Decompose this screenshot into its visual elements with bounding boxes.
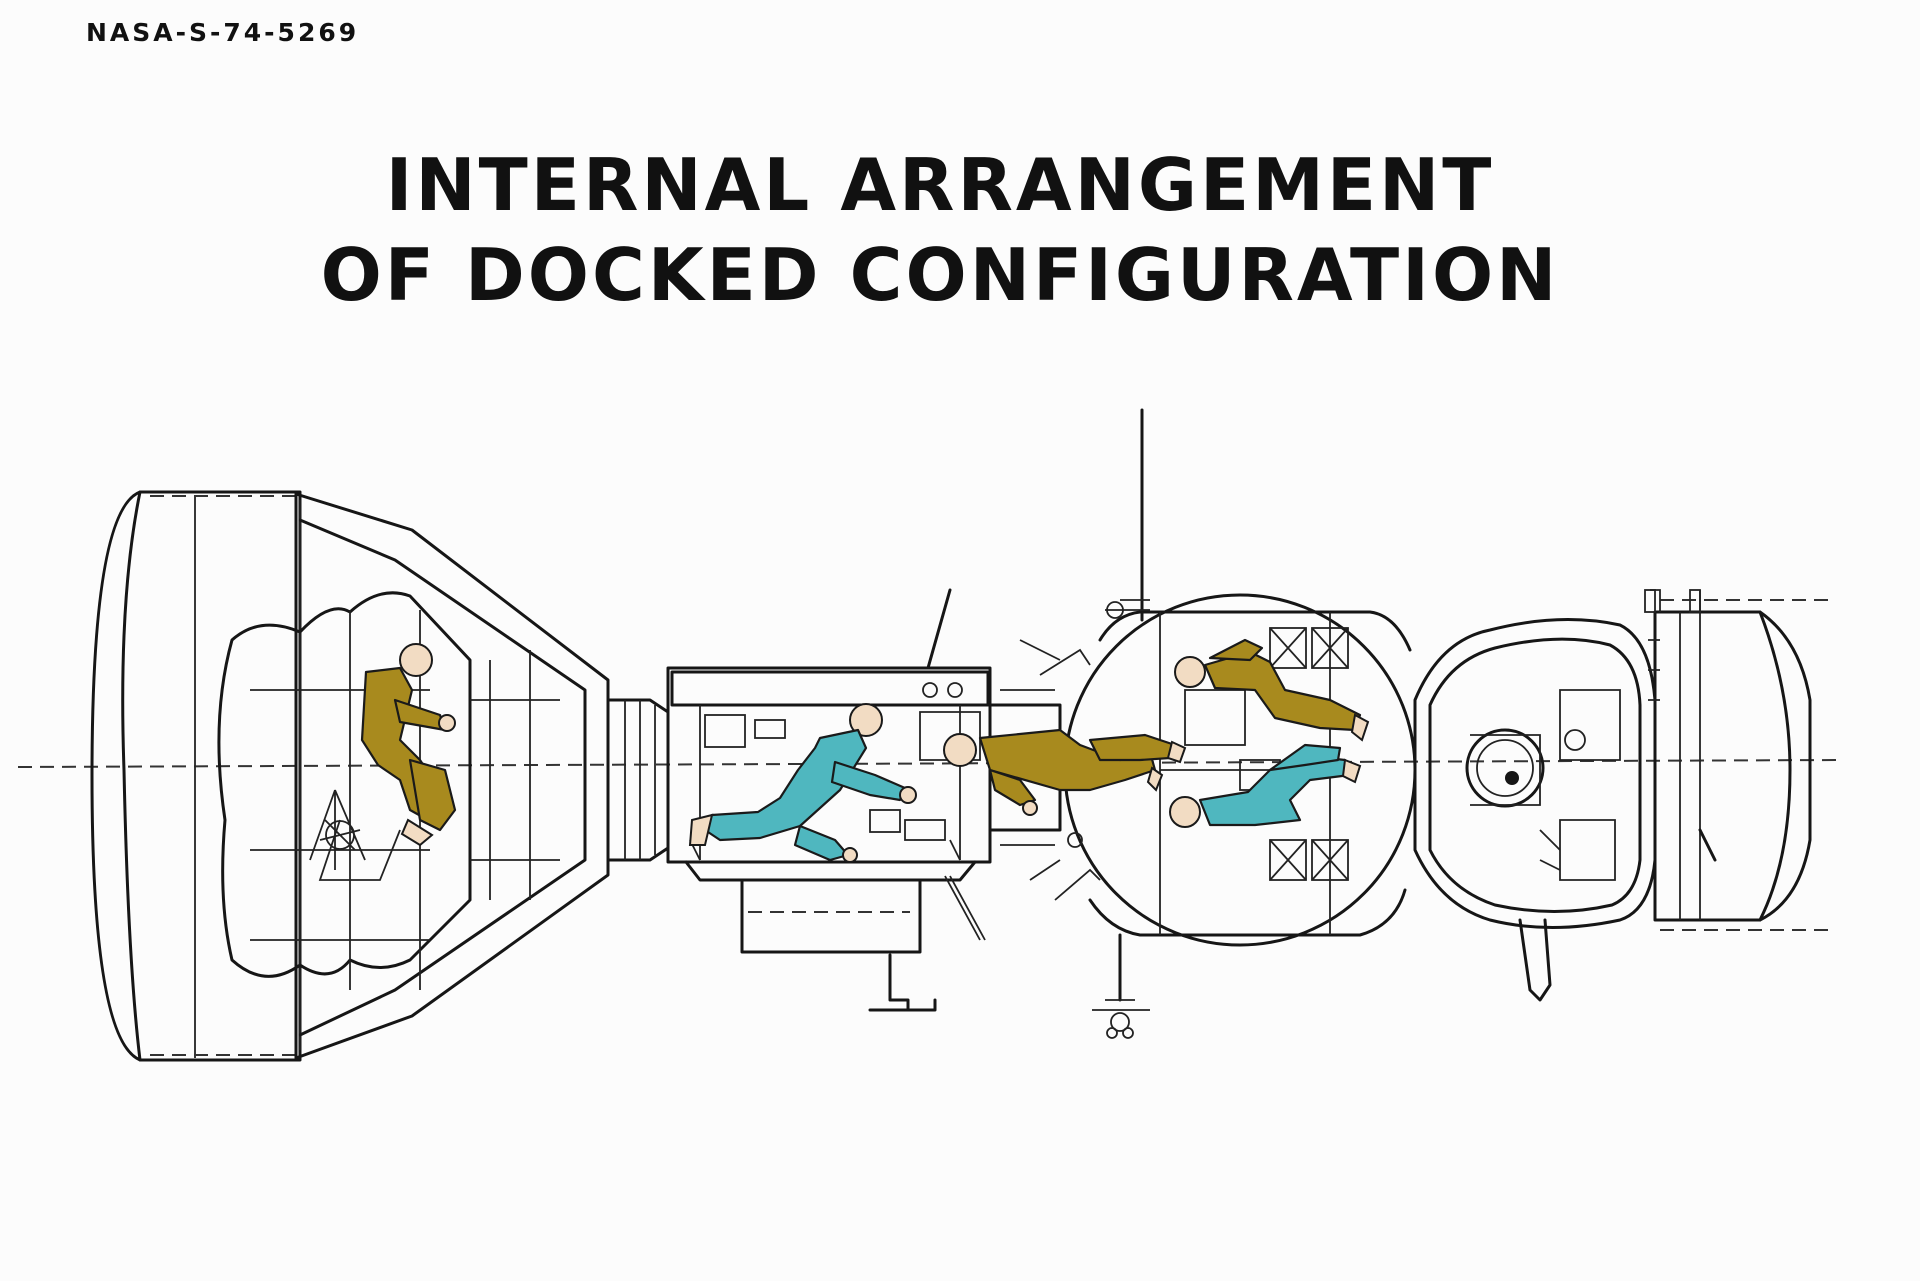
centerline: [17, 759, 1841, 768]
crew-member-docking-module: [688, 703, 917, 863]
crew-member-orbital-upper: [1174, 638, 1370, 742]
document-id: NASA-S-74-5269: [86, 18, 360, 47]
title-line-1: INTERNAL ARRANGEMENT: [385, 143, 1495, 227]
docking-module: [666, 588, 992, 1012]
title-line-2: OF DOCKED CONFIGURATION: [320, 233, 1560, 317]
crew-member-orbital-lower: [1169, 743, 1362, 828]
crew-member-apollo-cm: [360, 643, 457, 847]
soyuz-instrument-module: [1644, 589, 1830, 931]
crew-member-floating: [943, 728, 1187, 816]
soyuz-descent-module: [1413, 618, 1657, 1002]
apollo-command-module: [217, 492, 610, 1060]
page-title: INTERNAL ARRANGEMENT OF DOCKED CONFIGURA…: [0, 140, 1880, 320]
apollo-service-module: [90, 490, 302, 1062]
docking-tunnel: [606, 698, 670, 862]
